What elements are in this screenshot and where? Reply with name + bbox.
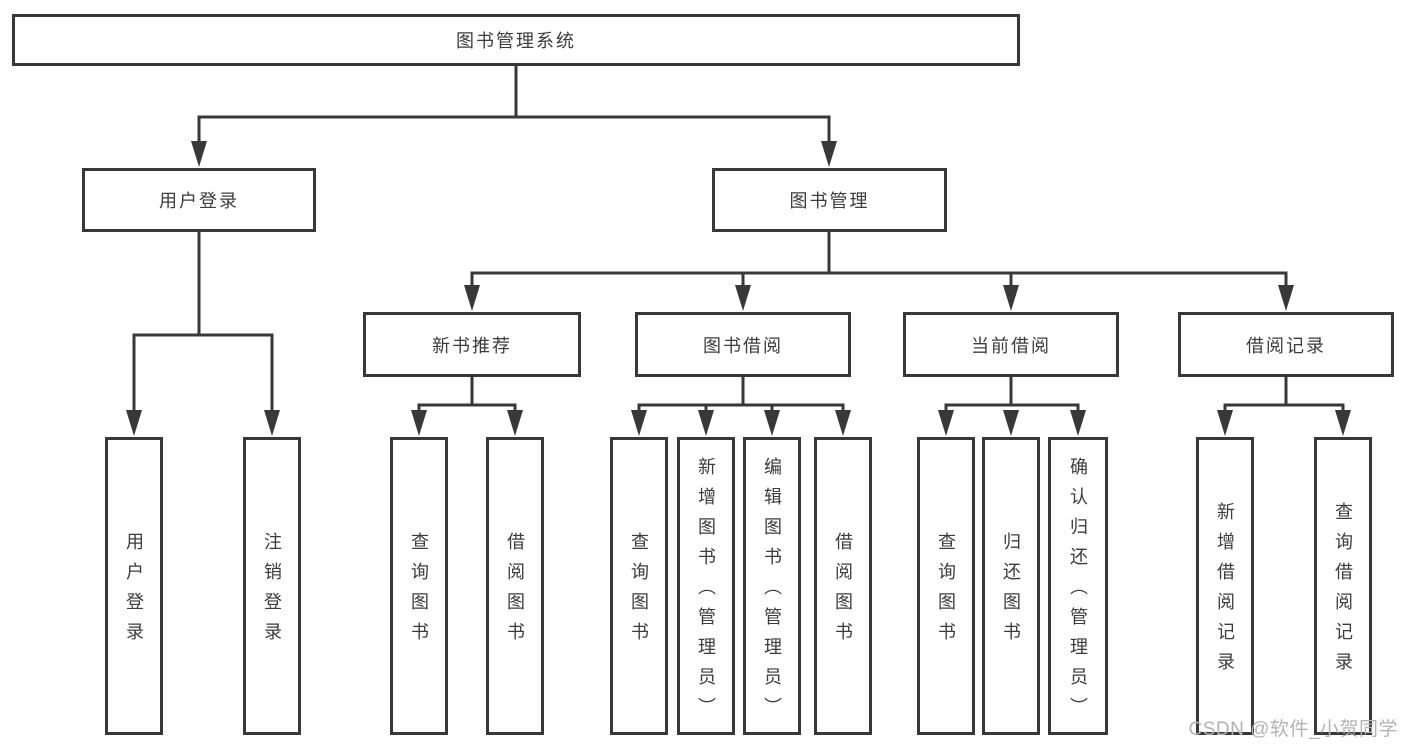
leaf-query-books-recommend: 查询图书 [390,437,448,735]
node-book-borrowing: 图书借阅 [635,312,851,377]
leaf-query-books-current: 查询图书 [917,437,975,735]
node-book-management-branch: 图书管理 [712,168,947,232]
leaf-add-books-admin: 新增图书（管理员） [677,437,735,735]
node-current-borrowing: 当前借阅 [903,312,1119,377]
node-borrowing-records: 借阅记录 [1178,312,1394,377]
leaf-add-borrow-record: 新增借阅记录 [1196,437,1254,735]
leaf-query-books-borrow: 查询图书 [610,437,668,735]
leaf-borrow-books-recommend: 借阅图书 [486,437,544,735]
node-root: 图书管理系统 [12,14,1020,66]
leaf-confirm-return-admin: 确认归还（管理员） [1048,437,1108,735]
arrowheads [126,141,1351,436]
leaf-return-books: 归还图书 [982,437,1040,735]
leaf-logout: 注销登录 [243,437,301,735]
node-new-book-recommendation: 新书推荐 [363,312,581,377]
leaf-query-borrow-record: 查询借阅记录 [1314,437,1372,735]
leaf-edit-books-admin: 编辑图书（管理员） [743,437,801,735]
leaf-borrow-books: 借阅图书 [814,437,872,735]
node-user-login-branch: 用户登录 [82,168,316,232]
leaf-user-login: 用户登录 [105,437,163,735]
